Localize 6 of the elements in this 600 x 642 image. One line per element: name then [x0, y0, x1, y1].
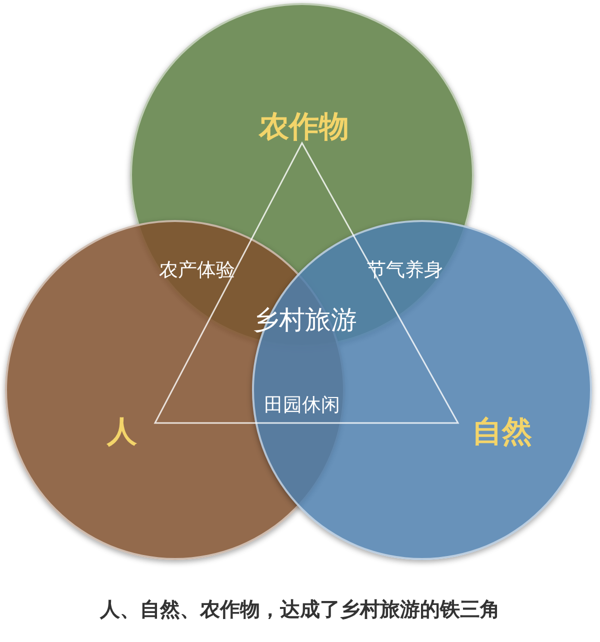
circle-title: 农作物 — [259, 108, 349, 146]
caption: 人、自然、农作物，达成了乡村旅游的铁三角 — [98, 596, 501, 623]
overlap-label: 田园休闲 — [264, 393, 340, 418]
circle-title: 自然 — [472, 414, 532, 452]
overlap-label: 农产体验 — [159, 258, 235, 283]
circle-title: 人 — [107, 414, 137, 452]
